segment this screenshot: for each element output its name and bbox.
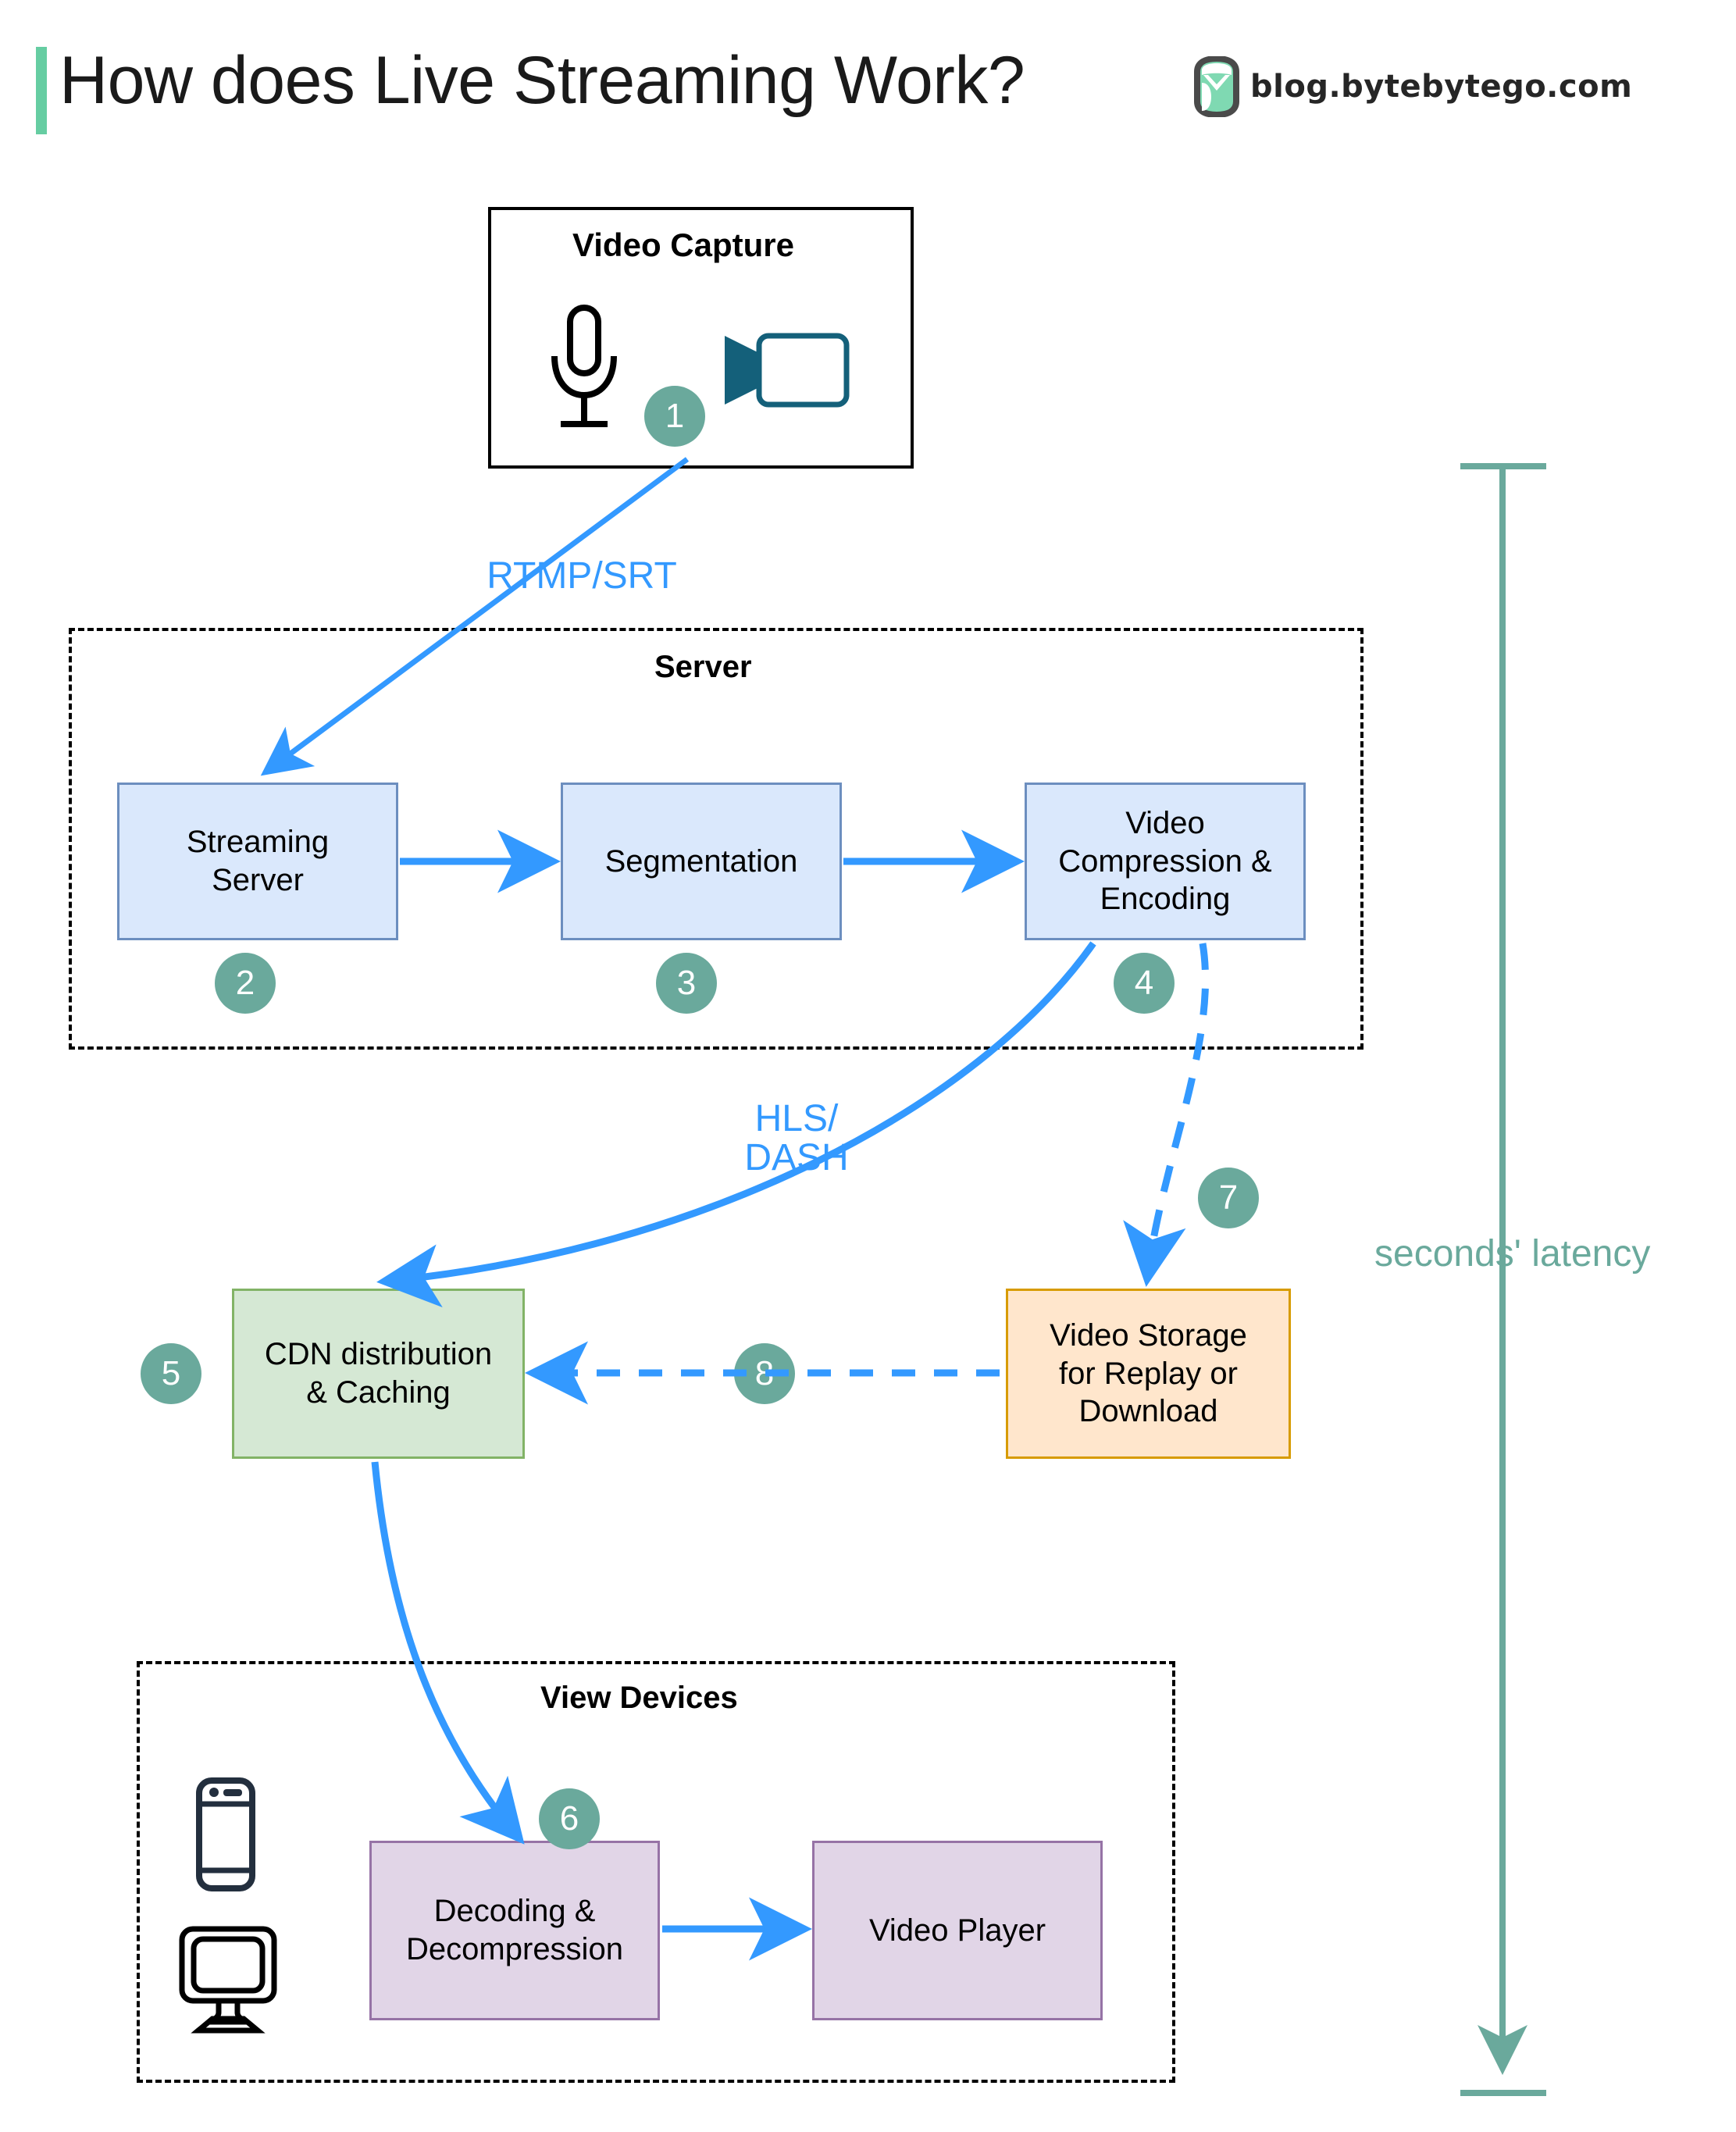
- bytebytego-logo-icon: [1191, 56, 1242, 117]
- node-video-storage[interactable]: Video Storage for Replay or Download: [1006, 1289, 1291, 1459]
- badge-8: 8: [734, 1343, 795, 1404]
- node-label: Video Storage for Replay or Download: [1050, 1317, 1247, 1429]
- view-devices-group-title: View Devices: [540, 1681, 738, 1715]
- node-streaming-server[interactable]: Streaming Server: [117, 783, 398, 940]
- node-label: Streaming Server: [186, 825, 330, 897]
- badge-3: 3: [656, 953, 717, 1014]
- video-capture-title: Video Capture: [572, 226, 794, 263]
- video-camera-icon: [718, 328, 851, 414]
- brand: blog.bytebytego.com: [1191, 56, 1632, 117]
- view-devices-group: [137, 1661, 1175, 2083]
- node-label: Segmentation: [604, 843, 798, 879]
- brand-text: blog.bytebytego.com: [1250, 69, 1633, 105]
- badge-4: 4: [1114, 953, 1175, 1014]
- badge-6: 6: [539, 1788, 600, 1849]
- page-header: How does Live Streaming Work? blog.byteb…: [0, 0, 1736, 156]
- badge-2: 2: [215, 953, 276, 1014]
- title-accent-bar: [36, 47, 47, 134]
- edge-label-hls-dash: HLS/ DASH: [744, 1098, 849, 1179]
- node-label: CDN distribution & Caching: [264, 1337, 493, 1410]
- server-group-title: Server: [654, 650, 752, 684]
- node-label: Video Player: [868, 1913, 1046, 1948]
- node-cdn-distribution-caching[interactable]: CDN distribution & Caching: [232, 1289, 525, 1459]
- page-title: How does Live Streaming Work?: [59, 43, 1025, 118]
- badge-7: 7: [1198, 1168, 1259, 1228]
- node-segmentation[interactable]: Segmentation: [561, 783, 842, 940]
- node-label: Video Compression & Encoding: [1058, 805, 1272, 917]
- node-video-compression-encoding[interactable]: Video Compression & Encoding: [1025, 783, 1306, 940]
- badge-5: 5: [141, 1343, 201, 1404]
- badge-1: 1: [644, 386, 705, 447]
- node-video-player[interactable]: Video Player: [812, 1841, 1103, 2020]
- node-decoding-decompression[interactable]: Decoding & Decompression: [369, 1841, 660, 2020]
- latency-label: seconds' latency: [1374, 1233, 1651, 1275]
- edge-label-rtmp-srt: RTMP/SRT: [487, 555, 677, 597]
- desktop-monitor-icon: [178, 1925, 278, 2034]
- node-label: Decoding & Decompression: [406, 1894, 623, 1966]
- microphone-icon: [547, 305, 622, 433]
- mobile-phone-icon: [195, 1777, 256, 1892]
